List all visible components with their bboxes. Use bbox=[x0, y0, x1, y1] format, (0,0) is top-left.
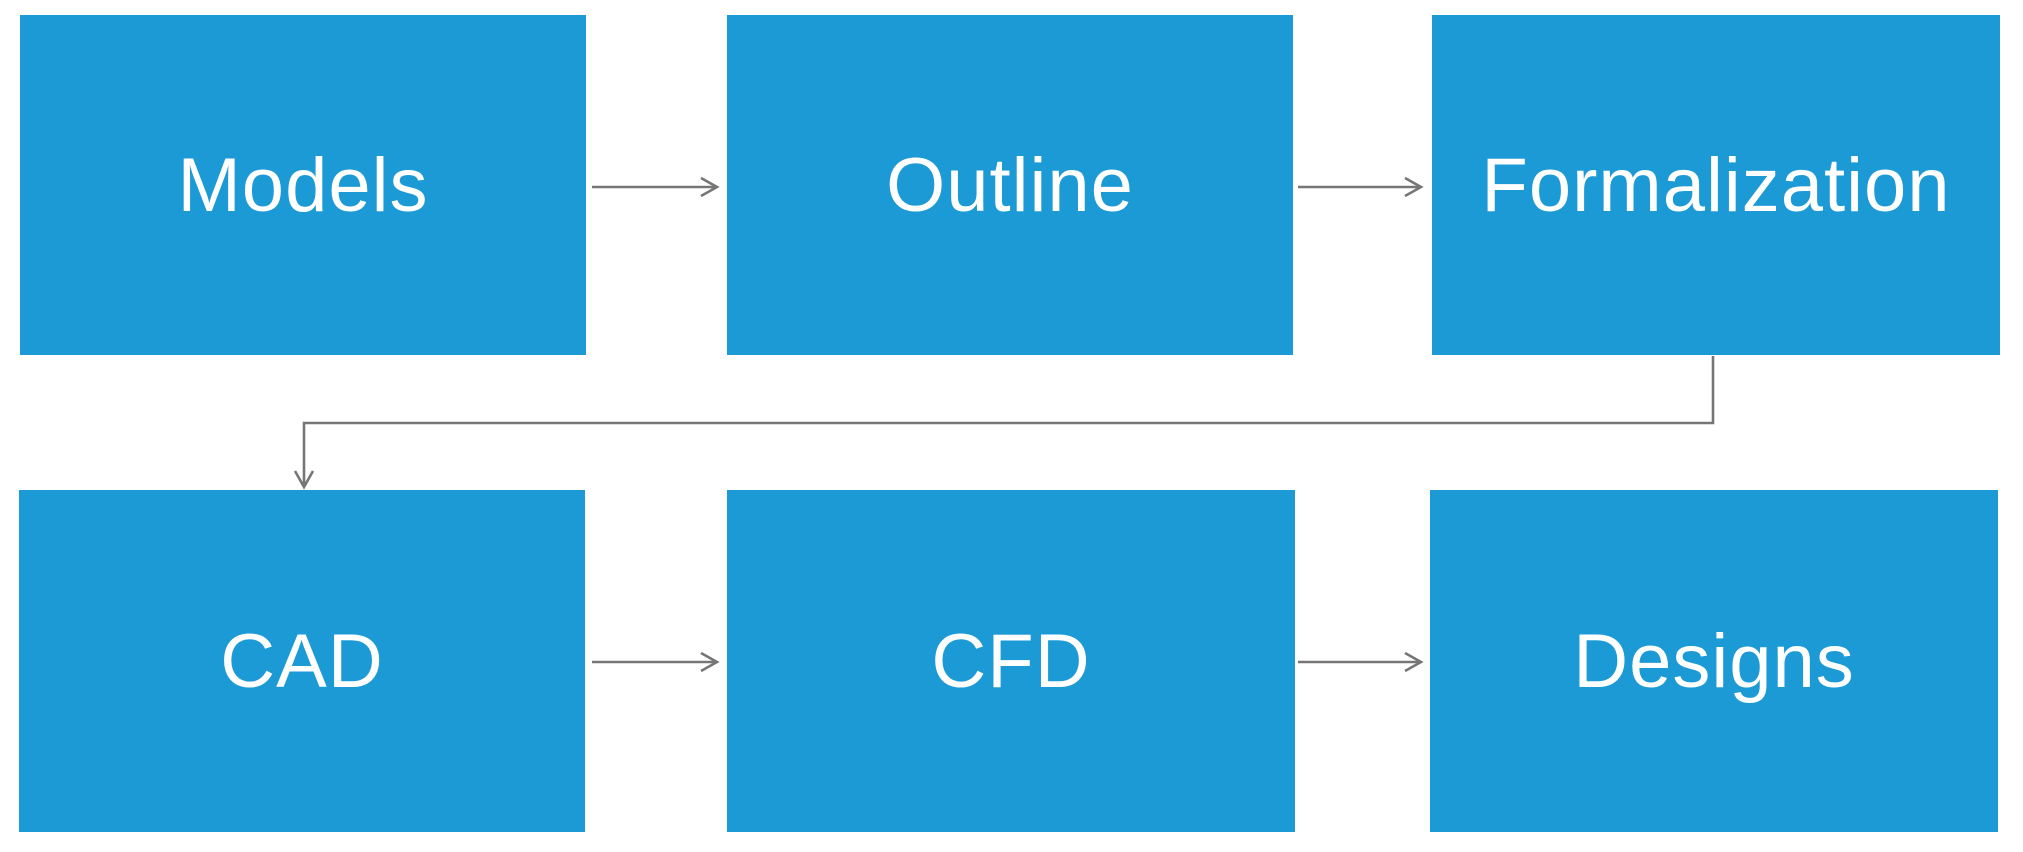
node-designs-label: Designs bbox=[1573, 618, 1855, 704]
node-outline-label: Outline bbox=[886, 142, 1134, 228]
arrow-formalization-cad bbox=[293, 356, 1715, 490]
node-models[interactable]: Models bbox=[20, 15, 586, 355]
arrow-outline-formalization bbox=[1298, 176, 1424, 198]
node-formalization-label: Formalization bbox=[1481, 142, 1951, 228]
node-cad[interactable]: CAD bbox=[19, 490, 585, 832]
arrow-models-outline bbox=[592, 176, 720, 198]
node-formalization[interactable]: Formalization bbox=[1432, 15, 2000, 355]
node-cad-label: CAD bbox=[220, 618, 384, 704]
arrow-cad-cfd bbox=[592, 651, 720, 673]
node-cfd[interactable]: CFD bbox=[727, 490, 1295, 832]
node-models-label: Models bbox=[177, 142, 429, 228]
node-cfd-label: CFD bbox=[931, 618, 1091, 704]
node-designs[interactable]: Designs bbox=[1430, 490, 1998, 832]
node-outline[interactable]: Outline bbox=[727, 15, 1293, 355]
arrow-cfd-designs bbox=[1298, 651, 1424, 673]
